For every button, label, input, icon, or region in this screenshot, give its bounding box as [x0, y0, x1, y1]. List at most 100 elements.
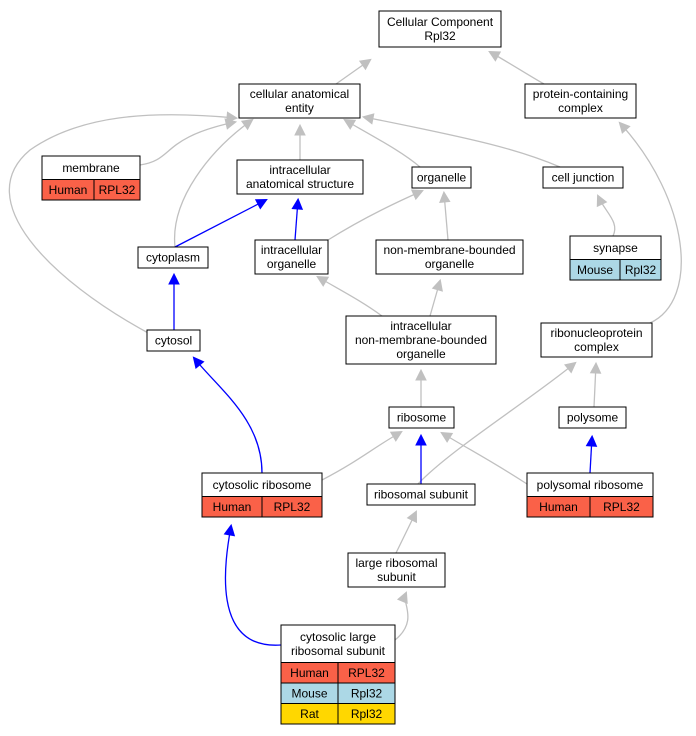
gene-symbol: RPL32	[603, 500, 640, 514]
edge-intorg-to-organelle-arrowhead	[410, 189, 424, 201]
edge-cytosol-to-cae-line	[8, 114, 237, 335]
node-polysome-label-line: polysome	[567, 411, 619, 425]
edge-lrs-to-ribosub-arrowhead	[406, 510, 418, 524]
edge-rnp-to-pcc	[618, 121, 682, 324]
edge-cytoplasm-to-ias	[174, 198, 268, 248]
edge-synapse-to-celljunction	[596, 194, 616, 237]
node-rnp-box	[540, 322, 653, 358]
edge-pcc-to-root	[488, 50, 545, 85]
edge-ias-to-cae	[294, 123, 306, 160]
node-pcc-label-line: complex	[558, 101, 603, 115]
species-name: Mouse	[291, 686, 327, 700]
edge-cytoribo-to-cytosol-line	[193, 357, 263, 474]
node-inmbo[interactable]: intracellularnon-membrane-boundedorganel…	[345, 315, 497, 365]
node-intorg-box	[254, 239, 329, 275]
node-polysome[interactable]: polysome	[558, 406, 627, 429]
edge-cytosol-to-cytoplasm	[168, 272, 180, 330]
node-ribosome[interactable]: ribosome	[388, 406, 455, 429]
node-cytoribo-label-line: cytosolic ribosome	[213, 478, 312, 492]
node-nmbo-label-line: organelle	[425, 257, 475, 271]
edge-ribosub-to-rnp	[417, 361, 577, 485]
node-synapse-label-line: synapse	[593, 241, 638, 255]
node-cytoplasm[interactable]: cytoplasm	[137, 246, 209, 269]
node-cytosol-box	[146, 329, 201, 352]
node-ribosome-label-line: ribosome	[397, 411, 447, 425]
node-rnp-label-line: ribonucleoprotein	[550, 326, 642, 340]
edge-clrs-to-cytoribo-arrowhead	[223, 523, 236, 537]
node-clrs-label-line: ribosomal subunit	[291, 644, 386, 658]
node-ribosub[interactable]: ribosomal subunit	[366, 483, 476, 506]
node-celljunction[interactable]: cell junction	[542, 166, 624, 189]
node-lrs-label-line: large ribosomal	[355, 556, 437, 570]
node-lrs-label-line: subunit	[377, 570, 416, 584]
node-ias-box	[236, 159, 364, 195]
edge-clrs-to-lrs-arrowhead	[396, 591, 408, 604]
edge-inmbo-to-intorg	[316, 275, 383, 317]
edge-synapse-to-celljunction-arrowhead	[596, 194, 608, 208]
node-ribosub-label-line: ribosomal subunit	[374, 488, 469, 502]
gene-cell	[619, 259, 662, 281]
node-organelle[interactable]: organelle	[411, 166, 472, 189]
edge-clrs-to-lrs	[394, 591, 409, 641]
edge-cytoribo-to-cytosol-arrowhead	[192, 356, 205, 369]
node-nmbo-box	[375, 239, 524, 275]
edge-nmbo-to-organelle-arrowhead	[439, 190, 451, 203]
node-ribosome-box	[388, 406, 455, 429]
edge-inmbo-to-intorg-line	[317, 276, 383, 317]
node-intorg-label-line: intracellular	[261, 243, 322, 257]
node-rnp-label-line: complex	[574, 340, 619, 354]
node-pcc-box	[524, 83, 637, 119]
edge-polysome-to-rnp-arrowhead	[589, 361, 602, 374]
node-celljunction-box	[542, 166, 624, 189]
node-inmbo-label-line: intracellular	[390, 319, 451, 333]
gene-cell	[589, 496, 654, 518]
edge-cytosol-to-cae-arrowhead	[226, 111, 239, 123]
node-cytosol[interactable]: cytosol	[146, 329, 201, 352]
node-membrane-label-line: membrane	[62, 161, 120, 175]
species-name: Mouse	[577, 263, 613, 277]
species-name: Human	[213, 500, 252, 514]
edge-membrane-to-cae	[139, 118, 238, 166]
edge-cytoplasm-to-ias-line	[174, 199, 267, 248]
edge-ribosub-to-rnp-arrowhead	[564, 361, 577, 374]
edge-ribosub-to-rnp-line	[417, 362, 576, 485]
edge-celljunction-to-cae-arrowhead	[361, 113, 375, 125]
node-root-label-line: Cellular Component	[387, 15, 494, 29]
edge-clrs-to-cytoribo-line	[224, 525, 282, 646]
edge-celljunction-to-cae-line	[363, 116, 561, 168]
edge-intorg-to-organelle-line	[327, 190, 423, 241]
node-root-label-line: Rpl32	[424, 29, 456, 43]
edge-celljunction-to-cae	[361, 113, 561, 168]
edge-intorg-to-ias	[291, 197, 304, 241]
edge-pcc-to-root-arrowhead	[488, 50, 502, 62]
edge-polyribo-to-ribosome-line	[441, 432, 528, 485]
node-cae-box	[238, 83, 361, 119]
node-celljunction-label-line: cell junction	[552, 171, 615, 185]
edge-intorg-to-organelle	[327, 189, 424, 241]
edge-cytosol-to-cae	[8, 111, 239, 335]
node-polysome-box	[558, 406, 627, 429]
edge-polyribo-to-ribosome	[440, 431, 528, 485]
node-intorg-label-line: organelle	[267, 257, 317, 271]
node-cytoplasm-box	[137, 246, 209, 269]
node-ribosub-box	[366, 483, 476, 506]
